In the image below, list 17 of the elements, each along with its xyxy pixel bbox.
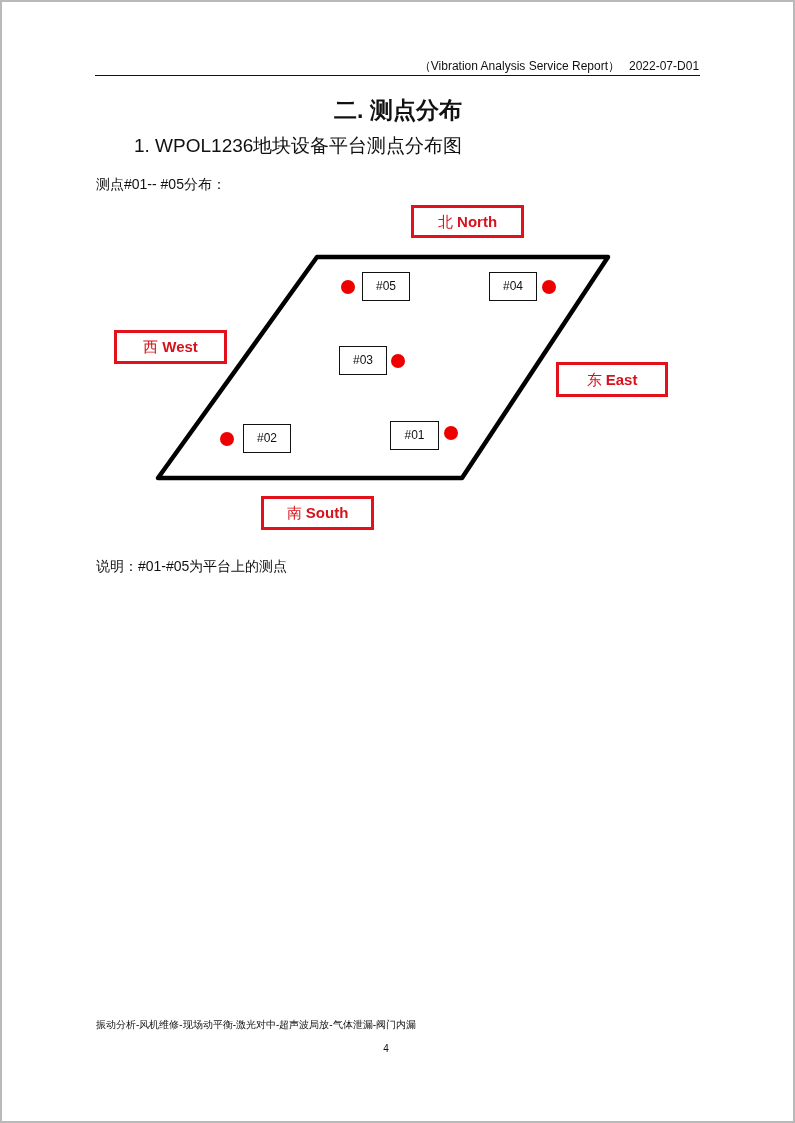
compass-direction-label: 西 West xyxy=(114,330,227,364)
section-heading: 二. 测点分布 xyxy=(334,97,462,124)
figure-caption: 说明：#01-#05为平台上的测点 xyxy=(96,558,288,575)
footer-services-text: 振动分析-风机维修-现场动平衡-激光对中-超声波局放-气体泄漏-阀门内漏 xyxy=(96,1019,416,1031)
report-code-text: 2022-07-D01 xyxy=(629,60,700,74)
measurement-point-label: #05 xyxy=(362,272,410,301)
distribution-intro-text: 测点#01-- #05分布： xyxy=(96,176,226,193)
measurement-point-label: #03 xyxy=(339,346,387,375)
measurement-point-label: #02 xyxy=(243,424,291,453)
measurement-point-label: #04 xyxy=(489,272,537,301)
compass-direction-label: 北 North xyxy=(411,205,524,238)
compass-direction-label: 东 East xyxy=(556,362,668,397)
compass-direction-label: 南 South xyxy=(261,496,374,530)
report-header-text: （Vibration Analysis Service Report） xyxy=(418,60,620,74)
figure-title: 1. WPOL1236地块设备平台测点分布图 xyxy=(134,135,463,157)
page-number: 4 xyxy=(383,1043,389,1055)
measurement-point-label: #01 xyxy=(390,421,439,450)
